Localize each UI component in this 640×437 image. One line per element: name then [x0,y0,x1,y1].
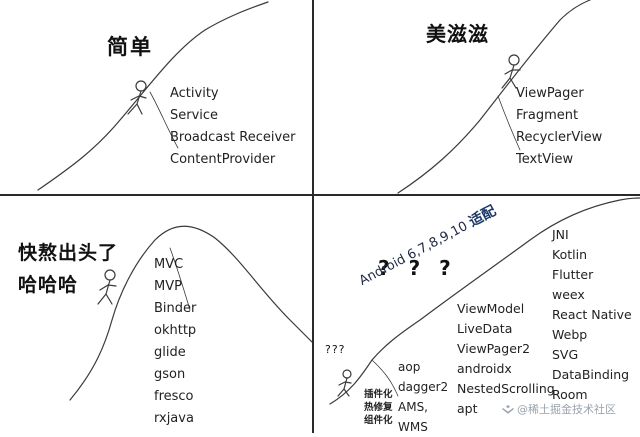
panel4-question-marks: ? ? ? [378,256,457,280]
hotfix-item: 热修复 [364,402,393,413]
panel2-title: 美滋滋 [426,22,489,46]
panel3-title-line1: 快熬出头了 [18,242,119,264]
panel4-col1-item: WMS [398,420,428,434]
panel4-col3-item: DataBinding [552,367,630,382]
panel4-hotfix-list: 插件化 热修复 组件化 [364,388,393,427]
panel4-small-question-marks: ??? [325,343,346,356]
panel3-item: gson [154,367,186,382]
juejin-logo-icon [502,405,514,414]
panel4-col2-item: androidx [457,361,512,376]
panel4-col2-item: ViewPager2 [457,341,531,356]
panel4-column3: JNI Kotlin Flutter weex React Native Web… [552,225,632,405]
panel4-column2: ViewModel LiveData ViewPager2 androidx N… [457,299,555,419]
watermark: @稀土掘金技术社区 [502,401,616,417]
panel3-title-line2: 哈哈哈 [18,274,79,296]
panel4-col1-item: dagger2 [398,380,449,394]
panel3-item: MVC [154,257,184,272]
panel4-col3-item: React Native [552,307,632,322]
panel3-item: fresco [154,389,194,404]
mountain-ridge-3 [169,247,191,311]
panel4-col2-item: LiveData [457,321,513,336]
watermark-text: @稀土掘金技术社区 [517,403,616,416]
panel4-col3-item: SVG [552,347,579,362]
panel4-col2-item: apt [457,401,478,416]
panel4-column1: aop dagger2 AMS, WMS [398,357,448,437]
panel3-item: rxjava [154,411,194,426]
vertical-divider [312,0,314,433]
hotfix-item: 插件化 [364,389,393,400]
horizontal-divider [0,194,640,196]
panel3-list: MVC MVP Binder okhttp glide gson fresco … [154,254,196,430]
climber-2 [501,54,521,89]
climber-3 [97,269,117,305]
panel4-col3-item: Room [552,387,588,402]
panel1-item: Service [170,108,219,123]
panel3-item: Binder [154,301,197,316]
panel4-col3-item: Flutter [552,267,594,282]
panel3-item: okhttp [154,323,197,338]
panel2-item: Fragment [516,108,579,123]
panel2-item: ViewPager [516,86,584,101]
mountain-ridge-4 [371,359,399,397]
panel2-list: ViewPager Fragment RecyclerView TextView [516,83,602,171]
mountain-outline-3 [69,225,313,401]
mountain-outline-1 [37,1,269,191]
panel2-item: RecyclerView [516,130,603,145]
panel4-col1-item: AMS, [398,400,428,414]
climber-4 [337,369,352,397]
mountain-outline-2 [397,0,591,194]
panel1-list: Activity Service Broadcast Receiver Cont… [170,83,296,171]
panel4-col1-item: aop [398,360,421,374]
panel1-title: 简单 [107,35,153,59]
panel4-col3-item: Kotlin [552,247,587,262]
panel4-col2-item: NestedScrolling [457,381,555,396]
panel4-col2-item: ViewModel [457,301,525,316]
panel4-col3-item: Webp [552,327,588,342]
hotfix-item: 组件化 [364,415,393,426]
panel4-col3-item: JNI [552,227,569,242]
panel2-item: TextView [516,152,574,167]
climber-1 [127,80,147,115]
panel3-item: glide [154,345,186,360]
panel4-col3-item: weex [552,287,585,302]
mountain-ridge-2 [497,95,521,151]
panel1-item: Broadcast Receiver [170,130,296,145]
panel1-item: ContentProvider [170,152,276,167]
panel3-item: MVP [154,279,182,294]
panel1-item: Activity [170,86,219,101]
mountain-ridge-1 [149,91,179,149]
